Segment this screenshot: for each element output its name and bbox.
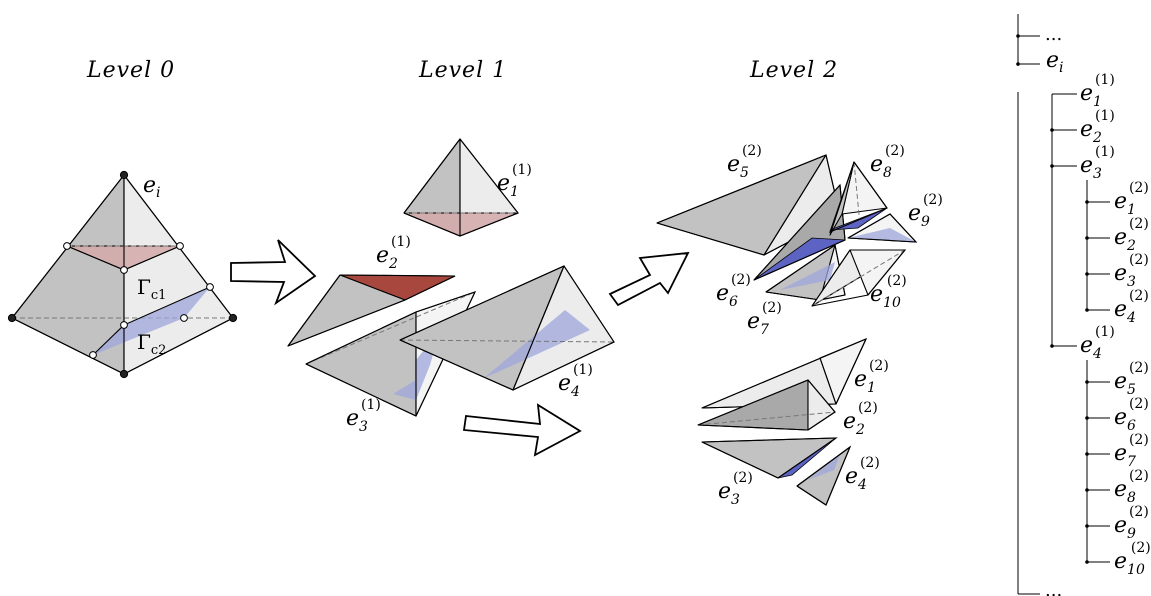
level-1-e1-pyramid — [403, 138, 519, 237]
level-1-title: Level 1 — [418, 58, 507, 83]
arrow-level0-to-1 — [230, 239, 317, 306]
level-1-e4-tetra — [399, 265, 615, 391]
level-2-label-e6: e6(2) — [716, 272, 751, 310]
level-2-label-e3: e3(2) — [718, 470, 753, 508]
tree-node-e4-1: e4(1) — [1080, 324, 1115, 362]
level-2-title: Level 2 — [749, 58, 838, 83]
tree-node-e3-2: e3(2) — [1114, 252, 1149, 290]
tree-node-e10-2: e10(2) — [1114, 540, 1151, 578]
tree-node-e5-2: e5(2) — [1114, 360, 1149, 398]
level-0-pyramid — [7, 170, 238, 379]
tree-node-e3-1: e3(1) — [1080, 144, 1115, 182]
tree-ellipsis-top: ... — [1045, 24, 1062, 45]
tree-node-e4-2: e4(2) — [1114, 288, 1149, 326]
level-2-label-e5: e5(2) — [727, 143, 762, 181]
level-2-label-e4: e4(2) — [845, 455, 880, 493]
tree-node-e6-2: e6(2) — [1114, 396, 1149, 434]
level-2-label-e7: e7(2) — [747, 300, 782, 338]
level-1-label-e1: e1(1) — [497, 162, 532, 200]
tree-node-e7-2: e7(2) — [1114, 432, 1149, 470]
tree-node-e9-2: e9(2) — [1114, 504, 1149, 542]
tree-node-e1-1: e1(1) — [1080, 72, 1115, 110]
tree-node-e2-1: e2(1) — [1080, 108, 1115, 146]
tree-root-ei: ei — [1046, 48, 1064, 76]
level-1-label-e3: e3(1) — [346, 397, 381, 435]
refinement-tree — [1016, 14, 1110, 595]
gamma-c2-label: Γc2 — [137, 330, 166, 358]
level-1-label-e2: e2(1) — [376, 234, 411, 272]
gamma-c1-label: Γc1 — [137, 275, 166, 303]
level-2-bottom-cluster — [697, 337, 868, 506]
level-0-title: Level 0 — [86, 58, 175, 83]
arrow-level1-to-2-top — [608, 251, 690, 307]
tree-node-e2-2: e2(2) — [1114, 216, 1149, 254]
tree-node-e8-2: e8(2) — [1114, 468, 1149, 506]
level-2-label-e8: e8(2) — [870, 143, 905, 181]
level-2-label-e9: e9(2) — [908, 192, 943, 230]
arrow-level1-to-2-bottom — [462, 403, 582, 457]
level-2-label-e1: e1(2) — [854, 358, 889, 396]
tree-node-e1-2: e1(2) — [1114, 180, 1149, 218]
level-2-top-cluster — [656, 154, 918, 307]
element-ei-label: ei — [143, 173, 161, 201]
level-2-label-e10: e10(2) — [870, 273, 907, 311]
level-2-label-e2: e2(2) — [843, 400, 878, 438]
level-1-e2-wedge — [287, 274, 456, 347]
level-1-label-e4: e4(1) — [558, 362, 593, 400]
tree-ellipsis-bottom: ... — [1045, 580, 1062, 596]
